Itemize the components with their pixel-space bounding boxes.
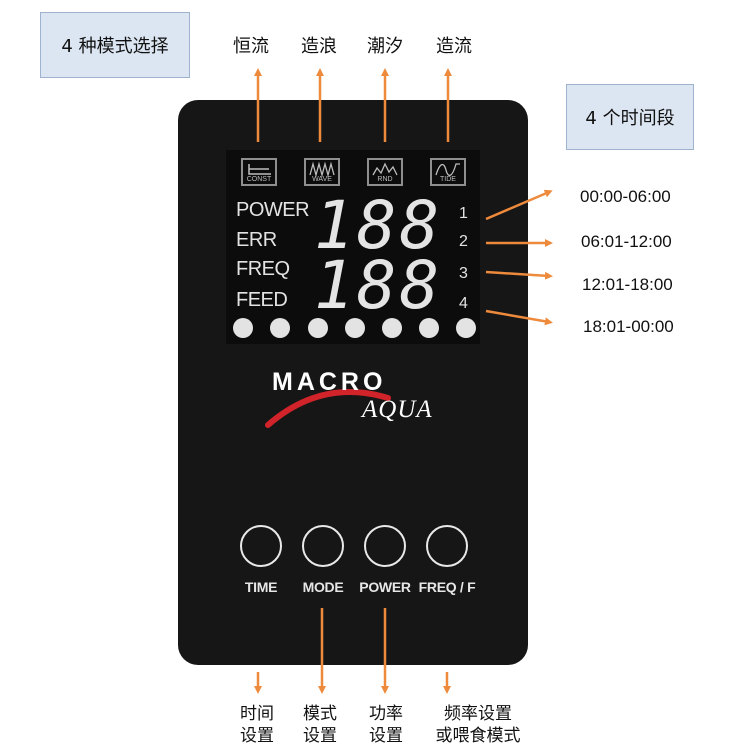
arrow-period-4 — [485, 309, 553, 326]
mode-setting-line1: 模式 — [303, 704, 337, 724]
lcd-dot — [419, 318, 439, 338]
lcd-label-freq: FREQ — [236, 258, 290, 280]
power-button-label: POWER — [359, 579, 411, 595]
lcd-dot — [308, 318, 328, 338]
lcd-dot — [270, 318, 290, 338]
arrow-period-3 — [485, 270, 553, 280]
lcd-dot — [456, 318, 476, 338]
arrow-period-1 — [485, 189, 553, 221]
time-setting-line1: 时间 — [240, 704, 274, 724]
lcd-dot — [382, 318, 402, 338]
tide-caption: TIDE — [440, 176, 456, 183]
const-mode-icon: CONST — [241, 158, 277, 186]
mode-button-label: MODE — [302, 579, 344, 595]
freq-button[interactable] — [426, 525, 468, 567]
lcd-label-power: POWER — [236, 199, 310, 221]
logo-macro: MACRO — [272, 368, 387, 396]
mode-button[interactable] — [302, 525, 344, 567]
mode-label-flow: 造流 — [436, 36, 472, 57]
logo-aqua: AQUA — [362, 396, 433, 423]
power-setting-line1: 功率 — [369, 704, 403, 724]
period-2: 06:01-12:00 — [581, 232, 672, 251]
time-button[interactable] — [240, 525, 282, 567]
lcd-digits-top: 188 — [314, 187, 443, 264]
mode-label-const: 恒流 — [233, 36, 269, 57]
time-setting-line2: 设置 — [240, 726, 274, 746]
power-button[interactable] — [364, 525, 406, 567]
lcd-label-err: ERR — [236, 229, 277, 251]
lcd-slot-1: 1 — [459, 205, 468, 222]
lcd-label-feed: FEED — [236, 289, 288, 311]
periods-callout: 4 个时间段 — [566, 84, 694, 150]
lcd-slot-4: 4 — [459, 295, 468, 312]
wave-mode-icon: WAVE — [304, 158, 340, 186]
period-3: 12:01-18:00 — [582, 275, 673, 294]
lcd-dot — [345, 318, 365, 338]
mode-setting-line2: 设置 — [303, 726, 337, 746]
rnd-mode-icon: RND — [367, 158, 403, 186]
freq-button-label: FREQ / F — [418, 579, 476, 595]
lcd-slot-2: 2 — [459, 233, 468, 250]
mode-label-tide: 潮汐 — [367, 36, 403, 57]
power-setting-line2: 设置 — [369, 726, 403, 746]
freq-setting-label: 频率设置 或喂食模式 — [423, 703, 533, 747]
power-setting-label: 功率 设置 — [331, 703, 441, 747]
lcd-slot-3: 3 — [459, 265, 468, 282]
lcd-digits-bottom: 188 — [314, 247, 443, 324]
modes-callout: 4 种模式选择 — [40, 12, 190, 78]
time-button-label: TIME — [244, 579, 278, 595]
period-4: 18:01-00:00 — [583, 317, 674, 336]
const-caption: CONST — [246, 176, 272, 183]
tide-mode-icon: TIDE — [430, 158, 466, 186]
lcd-dot — [233, 318, 253, 338]
freq-setting-line2: 或喂食模式 — [435, 726, 521, 746]
lcd-display — [226, 150, 480, 344]
rnd-caption: RND — [377, 176, 393, 183]
period-1: 00:00-06:00 — [580, 187, 671, 206]
wave-caption: WAVE — [312, 176, 332, 183]
time-setting-label: 时间 设置 — [202, 703, 312, 747]
freq-setting-line1: 频率设置 — [444, 704, 512, 724]
mode-setting-label: 模式 设置 — [265, 703, 375, 747]
mode-label-wave: 造浪 — [301, 36, 337, 57]
